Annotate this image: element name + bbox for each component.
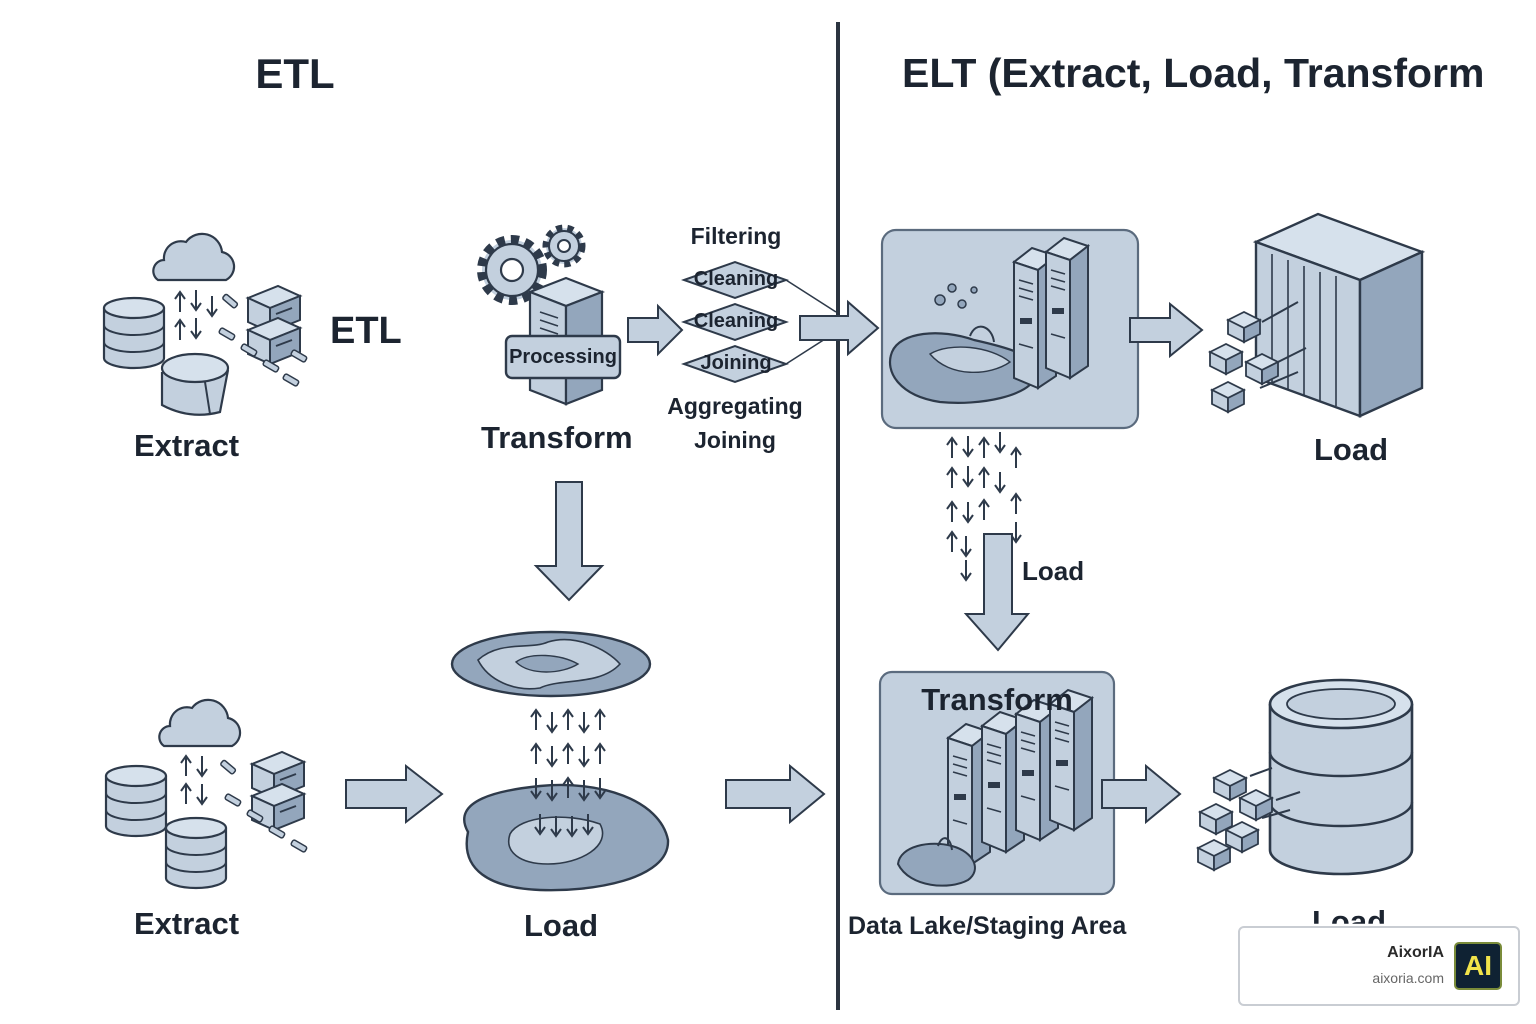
database-icon	[104, 764, 168, 838]
arrow-down-icon	[190, 317, 202, 339]
arrow-right-icon	[1129, 301, 1204, 359]
transform-label-right: Transform	[921, 682, 1073, 717]
warehouse-icon	[1252, 212, 1426, 418]
arrow-down-icon	[533, 481, 605, 602]
arrow-down-icon	[963, 533, 1031, 652]
arrow-down-icon	[196, 755, 208, 777]
load-label-bottom-right: Load	[1312, 904, 1387, 939]
arrow-up-icon	[180, 755, 192, 777]
arrow-up-icon	[174, 319, 186, 341]
extract-cluster-top	[102, 232, 309, 416]
watermark-name: AixorIA	[1387, 944, 1444, 961]
data-block-icon	[1209, 343, 1243, 375]
arrow-down-icon	[190, 289, 202, 311]
database-icon	[164, 816, 228, 890]
arrow-down-icon	[196, 783, 208, 805]
extract-label-bottom: Extract	[134, 906, 240, 941]
database-icon	[160, 352, 230, 416]
server-rack-icon	[1045, 237, 1089, 379]
arrow-down-icon	[206, 295, 218, 317]
operation-aggregating: Aggregating	[667, 393, 803, 419]
watermark-logo-icon: AI	[1454, 942, 1502, 990]
operation-joining: Joining	[700, 352, 772, 374]
operation-cleaning: Cleaning	[693, 268, 779, 290]
data-lake-icon	[896, 837, 976, 887]
processing-badge-box	[504, 334, 622, 380]
gear-icon	[542, 224, 586, 268]
data-lake-icon	[888, 283, 1038, 404]
transform-cluster	[477, 224, 622, 406]
elt-section-title: ELT (Extract, Load, Transform	[902, 50, 1485, 96]
extract-label-top: Extract	[134, 428, 240, 463]
arrow-right-icon	[799, 299, 880, 357]
etl-inline-label: ETL	[330, 310, 402, 352]
watermark-url[interactable]: aixoria.com	[1372, 970, 1444, 986]
load-label-warehouse: Load	[1314, 432, 1389, 467]
arrow-up-icon	[174, 291, 186, 313]
data-lake-icon	[450, 630, 670, 892]
staging-area-label: Data Lake/Staging Area	[848, 912, 1127, 940]
operation-filtering: Filtering	[690, 223, 782, 249]
cloud-icon	[152, 232, 236, 282]
arrow-right-icon	[725, 763, 826, 825]
data-block-icon	[1213, 769, 1247, 801]
load-label-middle: Load	[1022, 556, 1085, 586]
arrow-right-icon	[345, 763, 444, 825]
gear-icon	[477, 235, 547, 305]
watermark-badge[interactable]: AixorIA aixoria.com AI	[1238, 926, 1520, 1006]
data-block-icon	[1211, 381, 1245, 413]
etl-section-title: ETL	[255, 50, 335, 97]
operations-chain	[680, 260, 837, 384]
processing-badge: Processing	[509, 346, 617, 368]
cloud-icon	[158, 698, 242, 748]
operation-cleaning-2: Cleaning	[693, 310, 779, 332]
load-label-left: Load	[523, 908, 599, 943]
database-icon	[102, 296, 166, 370]
arrow-right-icon	[627, 303, 684, 357]
operation-joining-2: Joining	[694, 427, 776, 453]
arrow-up-icon	[180, 783, 192, 805]
transform-label-top: Transform	[481, 420, 633, 455]
extract-cluster-bottom	[104, 698, 309, 890]
database-icon	[1268, 678, 1414, 876]
staging-panel-top	[880, 228, 1140, 430]
arrow-right-icon	[1101, 763, 1182, 825]
